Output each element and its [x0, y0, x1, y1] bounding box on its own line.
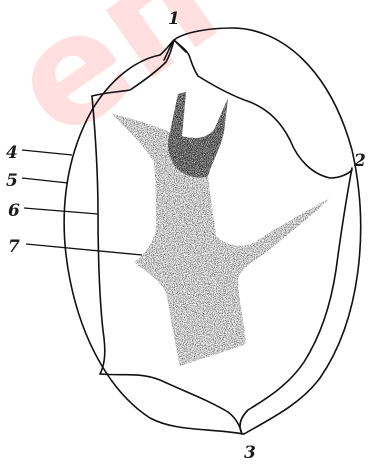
top-notch	[164, 40, 186, 60]
central-cavity	[112, 92, 330, 366]
leader-6	[24, 208, 98, 214]
label-2: 2	[353, 151, 366, 171]
label-1: 1	[168, 9, 180, 29]
inner-left-seam	[92, 96, 105, 374]
leader-5	[22, 178, 68, 183]
label-4: 4	[6, 143, 18, 163]
inner-left-plate	[92, 40, 352, 178]
label-5: 5	[6, 171, 18, 191]
leader-4	[22, 150, 72, 155]
label-6: 6	[8, 201, 20, 221]
inner-right-seam	[240, 168, 352, 434]
label-3: 3	[244, 443, 256, 463]
leader-lines	[22, 150, 142, 255]
label-7: 7	[8, 237, 20, 257]
leader-7	[26, 244, 142, 255]
